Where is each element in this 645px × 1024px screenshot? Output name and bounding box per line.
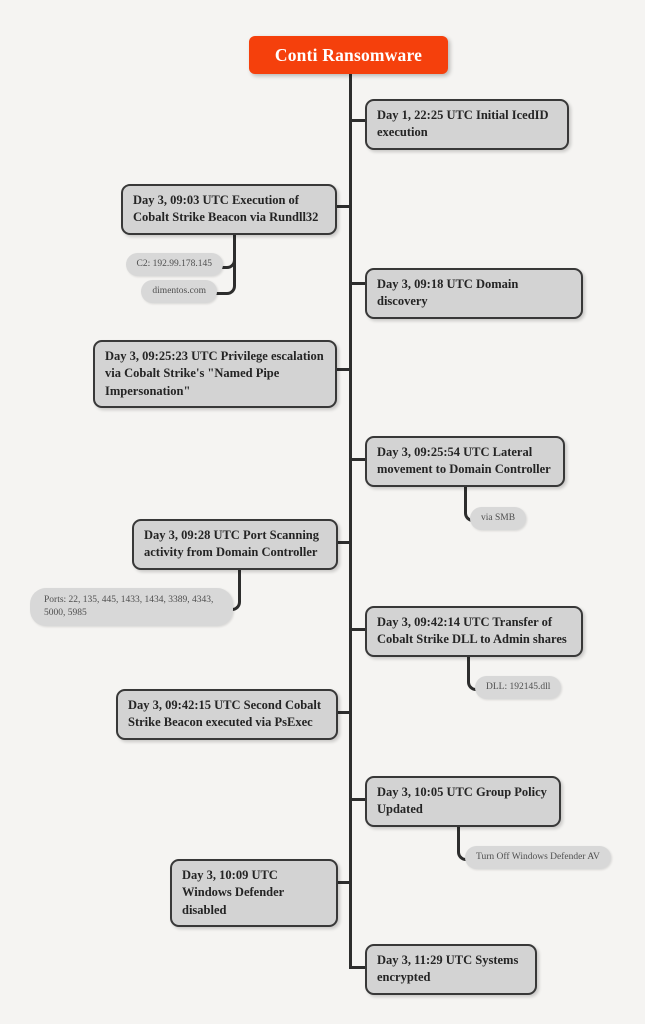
connector (334, 711, 351, 714)
connector (334, 541, 351, 544)
timeline-trunk-line (349, 74, 352, 969)
event-domain-discovery[interactable]: Day 3, 09:18 UTC Domain discovery (365, 268, 583, 319)
event-systems-encrypted[interactable]: Day 3, 11:29 UTC Systems encrypted (365, 944, 537, 995)
event-defender-disabled[interactable]: Day 3, 10:09 UTC Windows Defender disabl… (170, 859, 338, 927)
connector (214, 231, 236, 295)
event-lateral-movement[interactable]: Day 3, 09:25:54 UTC Lateral movement to … (365, 436, 565, 487)
pill-dll-filename[interactable]: DLL: 192145.dll (475, 676, 562, 699)
pill-c2-domain-dimentos[interactable]: dimentos.com (141, 280, 217, 303)
connector (351, 966, 367, 969)
event-day1-initial-icedid[interactable]: Day 1, 22:25 UTC Initial IcedID executio… (365, 99, 569, 150)
event-port-scanning[interactable]: Day 3, 09:28 UTC Port Scanning activity … (132, 519, 338, 570)
connector (351, 458, 367, 461)
connector (351, 282, 367, 285)
pill-scanned-ports[interactable]: Ports: 22, 135, 445, 1433, 1434, 3389, 4… (30, 588, 233, 626)
connector (333, 205, 351, 208)
event-group-policy-updated[interactable]: Day 3, 10:05 UTC Group Policy Updated (365, 776, 561, 827)
connector (457, 823, 472, 861)
pill-turn-off-defender-av[interactable]: Turn Off Windows Defender AV (465, 846, 611, 869)
event-cobalt-strike-rundll32[interactable]: Day 3, 09:03 UTC Execution of Cobalt Str… (121, 184, 337, 235)
connector (351, 628, 367, 631)
root-topic-conti-ransomware[interactable]: Conti Ransomware (249, 36, 448, 74)
connector (467, 653, 482, 691)
pill-via-smb[interactable]: via SMB (470, 507, 527, 530)
event-privilege-escalation[interactable]: Day 3, 09:25:23 UTC Privilege escalation… (93, 340, 337, 408)
pill-c2-ip[interactable]: C2: 192.99.178.145 (125, 253, 223, 276)
connector (333, 368, 351, 371)
connector (351, 798, 367, 801)
connector (351, 119, 367, 122)
event-dll-transfer[interactable]: Day 3, 09:42:14 UTC Transfer of Cobalt S… (365, 606, 583, 657)
connector (334, 881, 351, 884)
event-second-beacon-psexec[interactable]: Day 3, 09:42:15 UTC Second Cobalt Strike… (116, 689, 338, 740)
